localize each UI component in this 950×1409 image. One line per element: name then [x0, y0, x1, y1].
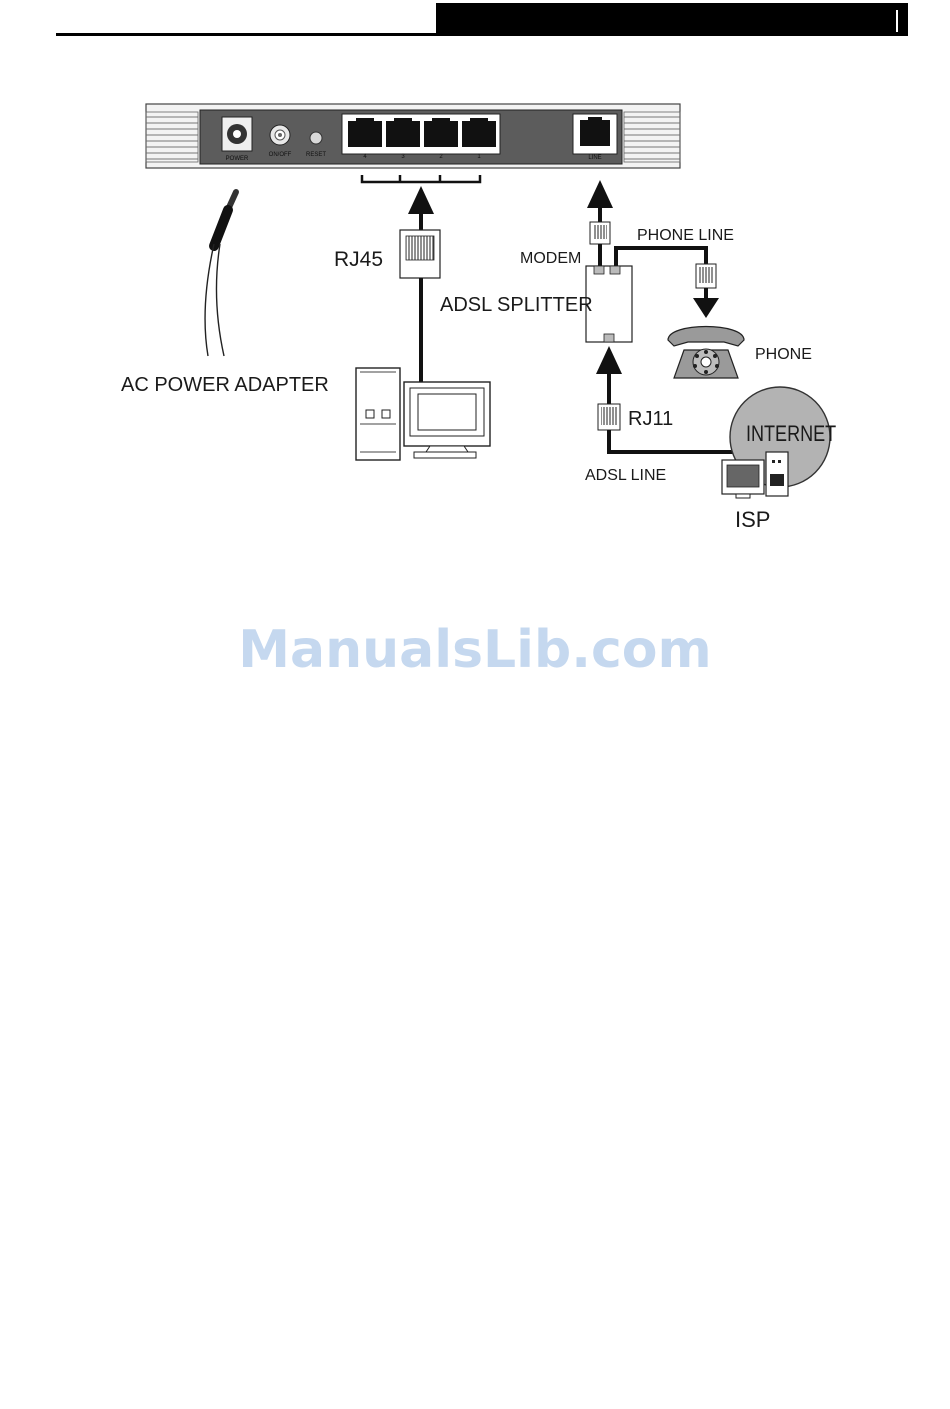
rj45-cable	[400, 186, 440, 384]
onoff-switch	[270, 125, 290, 145]
power-jack	[222, 117, 252, 151]
adsl-splitter-label: ADSL SPLITTER	[440, 294, 593, 317]
modem-cable	[587, 180, 613, 266]
watermark: ManualsLib.com	[0, 620, 950, 680]
rj11-label: RJ11	[628, 408, 673, 431]
ac-power-adapter-label: AC POWER ADAPTER	[121, 374, 329, 397]
line-port-label: LINE	[588, 155, 601, 161]
lan-port-label-3: 3	[401, 154, 404, 160]
lan-port-3	[386, 118, 420, 147]
lan-port-4	[348, 118, 382, 147]
onoff-label: ON/OFF	[269, 152, 292, 158]
lan-port-label-2: 2	[439, 154, 442, 160]
internet-label: INTERNET	[746, 421, 836, 447]
adsl-line-label: ADSL LINE	[585, 467, 666, 485]
lan-port-label-1: 1	[477, 154, 480, 160]
phone-label: PHONE	[755, 346, 812, 364]
reset-button	[310, 132, 322, 144]
lan-ports	[342, 114, 500, 154]
rj45-label: RJ45	[334, 248, 383, 272]
telephone-icon	[668, 327, 744, 379]
adsl-splitter	[586, 266, 632, 342]
lan-port-label-4: 4	[363, 154, 366, 160]
lan-bracket	[362, 175, 480, 182]
reset-label: RESET	[306, 152, 326, 158]
isp-label: ISP	[735, 507, 770, 533]
lan-port-1	[462, 118, 496, 147]
ac-power-adapter	[205, 192, 236, 356]
computer-icon	[356, 368, 490, 460]
phone-line-label: PHONE LINE	[637, 227, 734, 245]
modem-label: MODEM	[520, 250, 581, 268]
power-port-label: POWER	[226, 156, 249, 162]
lan-port-2	[424, 118, 458, 147]
line-port	[573, 114, 617, 154]
